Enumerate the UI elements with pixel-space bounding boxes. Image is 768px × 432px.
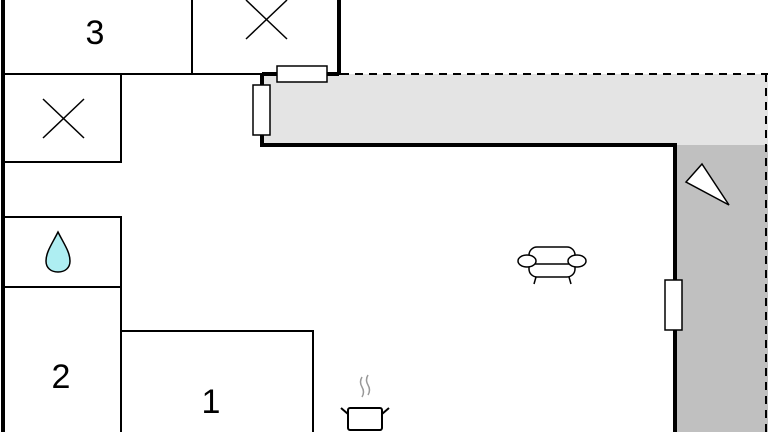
cross-icon [245,0,288,40]
room-3-label: 3 [86,14,105,52]
balcony-area [262,74,768,145]
compass-triangle-icon [684,162,730,206]
water-drop-icon [45,230,71,273]
cross-icon [42,98,85,139]
window-left [252,84,271,136]
armchair-icon [517,246,587,285]
cooking-pot-icon [340,374,390,431]
window-right [664,279,683,331]
wall-room1 [121,330,314,432]
room-2-label: 2 [52,358,71,396]
terrace-area [675,145,768,432]
room-1-label: 1 [202,383,221,421]
window-top [276,65,328,83]
